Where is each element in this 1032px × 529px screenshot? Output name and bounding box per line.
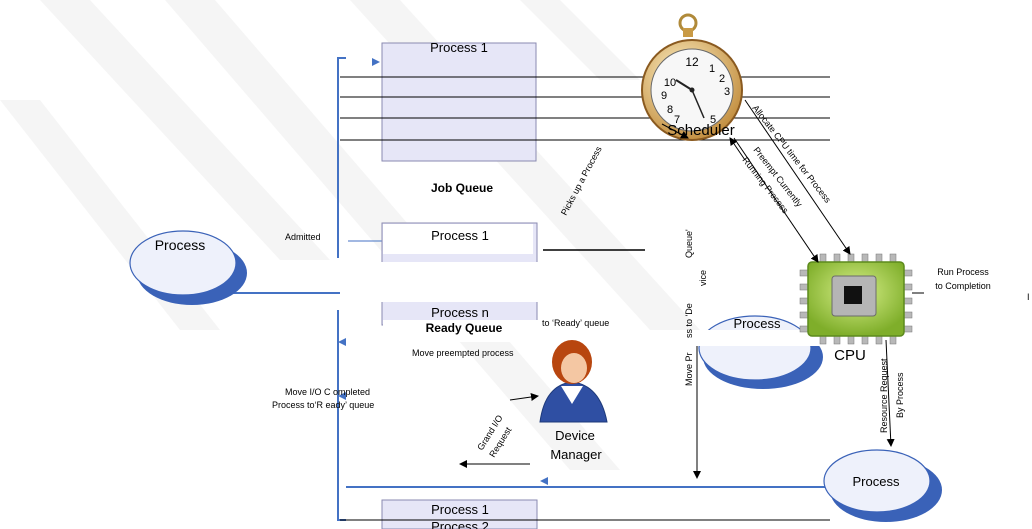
job-queue-box — [381, 42, 537, 162]
pocket-watch-icon: 12 1 2 3 5 7 8 9 10 — [641, 13, 743, 141]
device-manager-label-1: Device — [555, 428, 595, 443]
io-completed-label-2: Process to‘R eady’ queue — [272, 400, 374, 410]
move-preempted-label: Move preempted process — [412, 348, 514, 358]
scheduler-pick-arrow — [661, 123, 689, 139]
process-node-bottom-right: Process — [823, 449, 942, 522]
edge-tick: I — [1027, 292, 1030, 302]
dial-2: 2 — [719, 73, 725, 85]
dial-9: 9 — [661, 90, 667, 102]
ready-queue-process-n: Process n — [431, 305, 489, 320]
dial-8: 8 — [667, 104, 673, 116]
move-device-label-b: ss to 'De — [684, 303, 694, 338]
allocate-cpu-arrow — [744, 99, 851, 255]
run-process-label-2: to Completion — [935, 281, 991, 291]
preempt-arrow — [733, 137, 819, 263]
admitted-label: Admitted — [285, 232, 321, 242]
cpu-chip-icon — [799, 253, 913, 345]
process-left-label: Process — [155, 237, 206, 253]
to-device-manager-arrow — [509, 393, 539, 401]
dial-7: 7 — [674, 114, 680, 126]
preempt-back-arrow — [729, 137, 746, 161]
dial-3: 3 — [724, 86, 730, 98]
process-node-middle: Process — [690, 315, 830, 389]
process-bottom-right-label: Process — [853, 474, 900, 489]
arrowhead — [338, 392, 346, 400]
process-node-left: Process — [129, 230, 247, 305]
device-manager-label-2: Manager — [550, 447, 602, 462]
io-completed-label-1: Move I/O C ompleted — [285, 387, 370, 397]
cpu-label: CPU — [834, 347, 866, 364]
to-ready-label: to ‘Ready’ queue — [542, 318, 609, 328]
move-device-label-a: Move Pr — [684, 352, 694, 386]
device-queue: Process 1 Process 2 — [340, 499, 830, 529]
resource-request-label-2: By Process — [895, 372, 905, 418]
arrowhead — [338, 338, 346, 346]
ready-queue-label: Ready Queue — [426, 321, 503, 335]
arrowhead — [540, 477, 548, 485]
process-middle-label: Process — [734, 316, 781, 331]
device-queue-process-2: Process 2 — [431, 519, 489, 529]
ready-queue: Process 1 Process n Ready Queue — [342, 222, 645, 342]
dial-10: 10 — [664, 77, 676, 89]
job-queue-top-process: Process 1 — [430, 40, 488, 55]
person-icon — [539, 340, 608, 423]
run-process-label-1: Run Process — [937, 267, 989, 277]
resource-request-label-1: Resource Request — [879, 358, 889, 433]
arrowhead — [372, 58, 380, 66]
dial-12: 12 — [685, 55, 699, 69]
dial-1: 1 — [709, 63, 715, 75]
device-queue-box — [381, 499, 538, 529]
move-device-label-c: Queue' — [684, 229, 694, 258]
move-device-label-d: vice — [698, 270, 708, 286]
job-queue: Process 1 Job Queue — [340, 40, 830, 195]
ready-queue-process-1: Process 1 — [431, 228, 489, 243]
dial-5: 5 — [710, 114, 716, 126]
job-queue-label: Job Queue — [431, 181, 493, 195]
device-queue-process-1: Process 1 — [431, 502, 489, 517]
scheduler-label: Scheduler — [667, 122, 735, 139]
resource-request-arrow — [885, 339, 895, 447]
